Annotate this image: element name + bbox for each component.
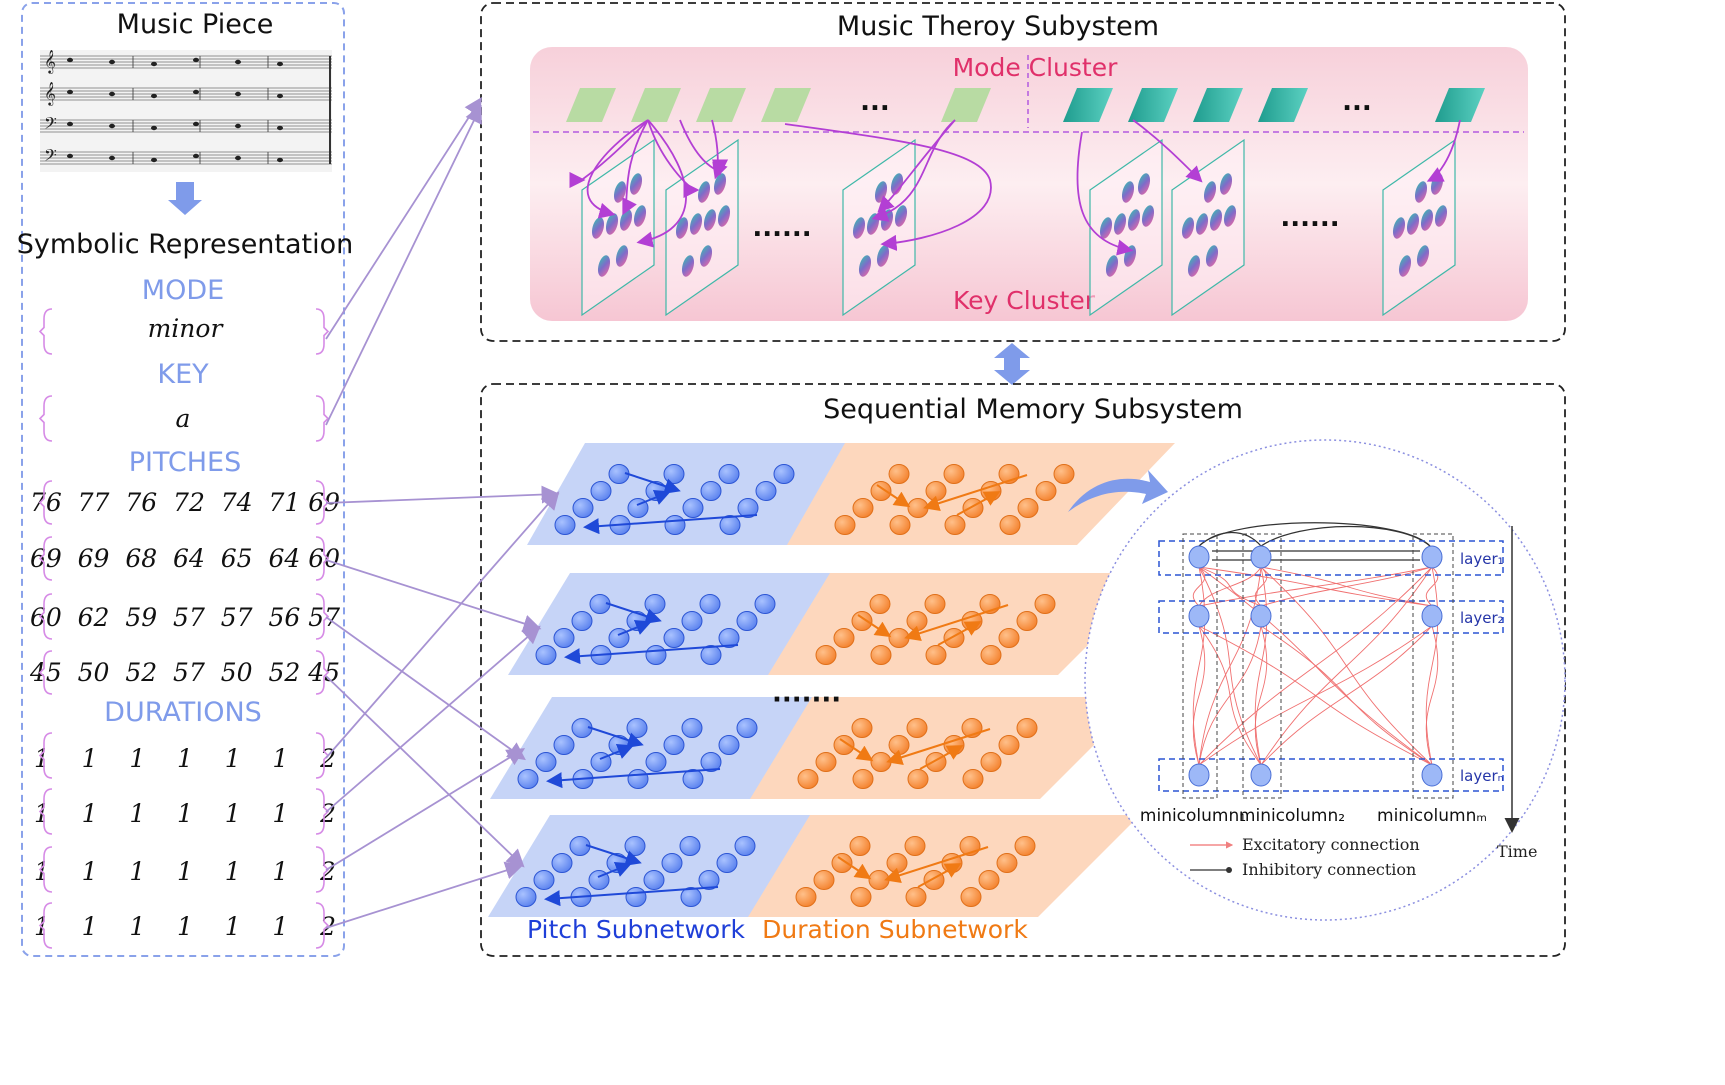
pitch-subnetwork-label: Pitch Subnetwork: [527, 915, 745, 944]
music-theory-subsystem: Music Theroy Subystem Mode Cluster Key C…: [480, 2, 1566, 342]
mode-value: minor: [148, 314, 225, 343]
bidirectional-arrow-icon: [994, 343, 1030, 385]
representation-links: [325, 96, 560, 929]
pitch-row-2: 69 69 68 64 65 64 60: [30, 544, 340, 573]
duration-row-3: 1 1 1 1 1 1 2: [34, 857, 336, 886]
layer-2-label: layer₂: [1460, 609, 1504, 627]
zoom-arrow-icon: [1068, 470, 1168, 512]
svg-text:𝄢: 𝄢: [44, 113, 57, 137]
minicolumn-2-label: minicolumn₂: [1239, 806, 1345, 826]
minicolumn-m-label: minicolumnₘ: [1377, 806, 1487, 826]
mode-ellipsis-left: ...: [860, 87, 890, 117]
duration-row-1: 1 1 1 1 1 1 2: [34, 744, 336, 773]
subnetwork-layers: [488, 443, 1175, 917]
duration-row-2: 1 1 1 1 1 1 2: [34, 799, 336, 828]
durations-label: DURATIONS: [104, 697, 262, 728]
key-ellipsis-left: ......: [752, 213, 811, 243]
mode-cluster-cells: [566, 88, 1485, 122]
layer-more-dots: ·······: [772, 685, 841, 715]
duration-row-4: 1 1 1 1 1 1 2: [34, 912, 336, 941]
minicolumn-detail: layer₁ layer₂ layerₙ minicolumn₁ minicol…: [1084, 439, 1566, 921]
down-arrow-icon: [168, 182, 202, 215]
mode-ellipsis-right: ...: [1342, 87, 1372, 117]
symbolic-representation-title: Symbolic Representation: [17, 229, 354, 260]
key-cluster-label: Key Cluster: [953, 286, 1096, 315]
layer-n-label: layerₙ: [1460, 767, 1504, 785]
time-label: Time: [1497, 842, 1537, 861]
pitch-row-3: 60 62 59 57 57 56 57: [30, 603, 340, 632]
duration-subnetwork-label: Duration Subnetwork: [762, 915, 1028, 944]
pitches-label: PITCHES: [129, 447, 242, 478]
mode-cluster-label: Mode Cluster: [953, 53, 1119, 82]
minicolumn-1-label: minicolumn₁: [1140, 806, 1246, 826]
excitatory-legend: Excitatory connection: [1242, 835, 1420, 854]
music-piece-panel: Music Piece 𝄞 𝄞 𝄢 𝄢 Symbolic Representat…: [17, 2, 354, 957]
inhibitory-legend: Inhibitory connection: [1242, 860, 1416, 879]
sequential-memory-title: Sequential Memory Subsystem: [823, 394, 1243, 425]
svg-text:𝄞: 𝄞: [44, 81, 56, 106]
key-ellipsis-right: ......: [1280, 203, 1339, 233]
music-piece-title: Music Piece: [117, 9, 274, 40]
sequential-memory-subsystem: Sequential Memory Subsystem ······· Pitc…: [480, 383, 1566, 957]
value-brackets: [38, 308, 330, 949]
sheet-music-image: 𝄞 𝄞 𝄢 𝄢: [40, 49, 332, 172]
key-label: KEY: [157, 359, 209, 390]
key-value: a: [176, 404, 191, 433]
pitch-row-4: 45 50 52 57 50 52 45: [29, 658, 340, 687]
mode-label: MODE: [142, 275, 224, 306]
svg-text:𝄢: 𝄢: [44, 145, 57, 169]
pitch-row-1: 76 77 76 72 74 71 69: [30, 488, 340, 517]
svg-text:𝄞: 𝄞: [44, 49, 56, 74]
music-theory-title: Music Theroy Subystem: [837, 11, 1159, 42]
layer-1-label: layer₁: [1460, 550, 1504, 568]
